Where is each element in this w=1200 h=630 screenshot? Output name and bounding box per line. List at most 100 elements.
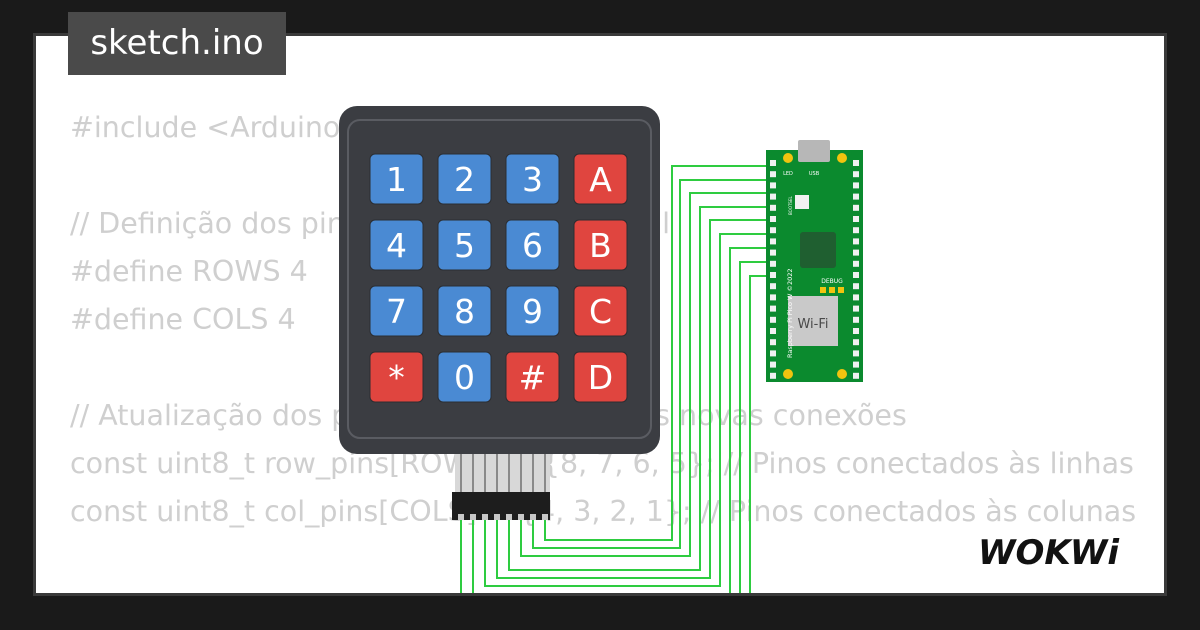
board-pin [770,182,776,189]
wire-4 [508,206,768,571]
board-pin [770,294,776,301]
rp2040-chip [800,232,836,268]
board-pin [853,160,859,166]
key-label: 5 [454,226,475,265]
board-pin [853,339,859,346]
board-pin [853,372,859,379]
keypad-key-9[interactable]: 9 [505,285,560,337]
board-pin [770,316,776,323]
wire-8 [460,261,768,593]
board-pin [853,272,859,278]
board-pin [770,260,776,267]
keypad-key-#[interactable]: # [505,351,560,403]
wire-5 [496,219,768,579]
key-label: 1 [386,160,407,199]
board-pin [770,305,776,312]
key-label: 0 [454,358,475,397]
board-pin [853,204,859,211]
bootsel-button [795,195,809,209]
board-pin [853,249,859,256]
keypad-key-0[interactable]: 0 [437,351,492,403]
keypad-key-A[interactable]: A [573,153,628,205]
keypad-key-5[interactable]: 5 [437,219,492,271]
key-label: 6 [522,226,543,265]
keypad-connector [452,452,550,520]
wires [460,165,768,593]
svg-text:WOKWi: WOKWi [978,533,1120,573]
keypad-key-8[interactable]: 8 [437,285,492,337]
key-label: 4 [386,226,407,265]
keypad-key-D[interactable]: D [573,351,628,403]
keypad-key-2[interactable]: 2 [437,153,492,205]
usb-label: USB [809,171,820,177]
board-pin [853,260,859,267]
board-pin [853,294,859,301]
board-pin [770,328,776,334]
code-line: #define COLS 4 [70,303,296,336]
key-label: 2 [454,160,475,199]
board-pin [853,328,859,334]
board-pin [770,193,776,200]
wifi-module [788,296,838,346]
key-label: 9 [522,292,543,331]
debug-pads [820,287,844,293]
usb-connector [798,140,830,162]
board-pin [853,227,859,234]
key-label: 7 [386,292,407,331]
key-label: B [589,226,612,265]
key-label: 3 [522,160,543,199]
key-label: C [589,292,612,331]
board-pin [770,283,776,290]
wire-9 [749,275,768,593]
board-pin [853,193,859,200]
keypad-key-7[interactable]: 7 [369,285,424,337]
keypad-key-3[interactable]: 3 [505,153,560,205]
wire-6 [484,233,768,587]
wire-2 [532,179,768,549]
sketch-filename-tab[interactable]: sketch.ino [68,12,286,75]
board-pin [770,339,776,346]
code-line: // Mapeamento das teclas do teclado matr… [70,584,1136,593]
board-pin [853,216,859,222]
board-pin [770,227,776,234]
board-pin [853,316,859,323]
board-pin [770,372,776,379]
board-pin [770,272,776,278]
board-pin [770,361,776,368]
board-name-label: Raspberry Pi Pico W ©2022 [786,268,794,358]
board-pin [853,238,859,245]
key-label: A [589,160,612,199]
key-label: 8 [454,292,475,331]
bootsel-label: BOOTSEL [788,196,793,215]
led-label: LED [783,171,793,177]
board-pin [770,171,776,178]
debug-label: DEBUG [821,278,843,285]
keypad: 1 2 3 A 4 5 6 B 7 8 9 C * 0 # D [339,106,660,454]
keypad-key-B[interactable]: B [573,219,628,271]
keypad-key-C[interactable]: C [573,285,628,337]
board-pin [853,350,859,357]
board-pin [853,361,859,368]
wire-7 [472,247,768,593]
board-pin [853,283,859,290]
keypad-key-1[interactable]: 1 [369,153,424,205]
wifi-label: Wi-Fi [797,317,828,332]
board-pin [770,160,776,166]
board-pin [853,171,859,178]
keypad-key-4[interactable]: 4 [369,219,424,271]
wire-1 [544,165,768,541]
key-label: # [519,358,547,397]
wire-3 [520,192,768,557]
board-pin [853,305,859,312]
keypad-key-*[interactable]: * [369,351,424,403]
keypad-key-6[interactable]: 6 [505,219,560,271]
mount-holes [783,153,847,379]
board-pin [770,249,776,256]
board-pin [770,350,776,357]
key-label: * [388,358,405,397]
board-pin [853,182,859,189]
code-line: #define ROWS 4 [70,255,308,288]
board-pin [770,216,776,222]
board-pin [770,238,776,245]
